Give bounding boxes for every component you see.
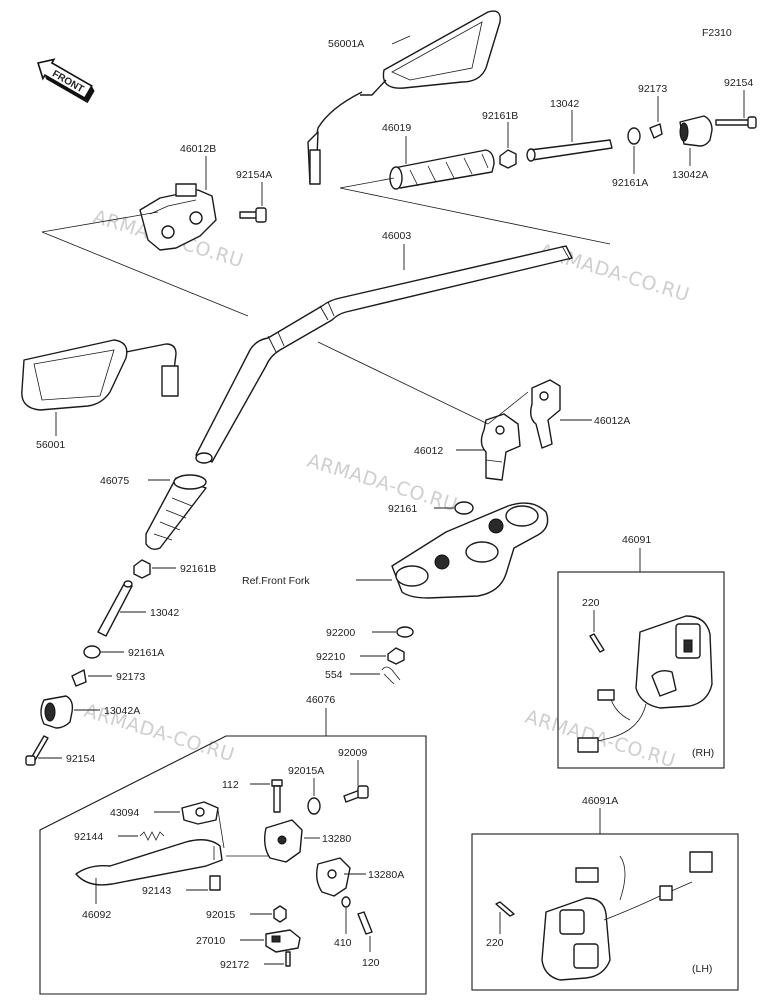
washer-92161 [454,501,474,515]
nut-92161B-top [499,149,517,169]
label-92009: 92009 [338,747,367,759]
label-46091: 46091 [622,534,651,546]
label-92161: 92161 [388,503,417,515]
lh-switch-housing [541,851,713,981]
holder-46012A [529,379,561,449]
label-92173-top: 92173 [638,83,667,95]
label-92161B-top: 92161B [482,110,518,122]
screw-220-rh [589,633,605,653]
holder-46012 [480,413,521,481]
rod-13042-top [526,139,613,162]
label-43094: 43094 [110,807,139,819]
label-120: 120 [362,957,380,969]
clamp-46012B [139,183,217,251]
label-46012B: 46012B [180,143,216,155]
pin-554 [381,666,401,685]
label-46092: 46092 [82,909,111,921]
label-92173: 92173 [116,671,145,683]
screw-220-lh [495,901,515,917]
label-92161A-top: 92161A [612,177,648,189]
watermark: ARMADA-CO.RU [305,450,461,517]
mirror-right [307,10,501,185]
label-92154: 92154 [66,753,95,765]
handlebar-46003 [195,245,573,464]
grip-46019 [389,149,495,190]
bolt-92154 [25,735,49,766]
label-13042A-top: 13042A [672,169,708,181]
washer-92015A [307,797,321,815]
clamp-13280A [315,857,351,897]
label-46003: 46003 [382,230,411,242]
label-13280A: 13280A [368,869,404,881]
mirror-left [21,339,179,411]
label-13042: 13042 [150,607,179,619]
label-92154A: 92154A [236,169,272,181]
clip-92173-top [649,123,663,139]
rod-13042 [97,580,133,637]
label-46012A: 46012A [594,415,630,427]
label-46012: 46012 [414,445,443,457]
label-13280: 13280 [322,833,351,845]
grip-46075 [145,474,207,551]
label-27010: 27010 [196,935,225,947]
weight-13042A [40,695,74,729]
rh-switch-housing [577,615,713,753]
collar-92161A [83,645,101,659]
label-13042A: 13042A [104,705,140,717]
label-92210: 92210 [316,651,345,663]
front-fork-bracket [391,502,549,599]
label-92015A: 92015A [288,765,324,777]
label-220-rh: 220 [582,597,600,609]
rh-switch-box [557,571,725,769]
label-56001: 56001 [36,439,65,451]
label-46075: 46075 [100,475,129,487]
label-92154-top: 92154 [724,77,753,89]
clip-92173 [71,669,87,687]
nut-92015 [273,905,287,923]
figure-code: F2310 [702,27,732,39]
label-92015: 92015 [206,909,235,921]
label-56001A: 56001A [328,38,364,50]
nut-92210 [387,647,405,665]
lh-label: (LH) [692,963,712,975]
label-92161B: 92161B [180,563,216,575]
screw-92172 [285,951,291,967]
label-92144: 92144 [74,831,103,843]
label-92172: 92172 [220,959,249,971]
front-arrow-icon: FRONT [36,58,95,104]
switch-27010 [265,929,301,953]
collar-92161A-top [627,127,641,145]
label-92161A: 92161A [128,647,164,659]
spring-92144 [139,831,165,841]
label-92143: 92143 [142,885,171,897]
bushing-92143 [209,875,221,891]
lever-46092 [75,839,223,886]
label-ref-front-fork: Ref.Front Fork [242,575,310,587]
label-46019: 46019 [382,122,411,134]
label-112: 112 [222,779,239,791]
label-220-lh: 220 [486,937,504,949]
label-13042-top: 13042 [550,98,579,110]
watermark: ARMADA-CO.RU [523,706,679,773]
part-43094 [181,801,219,825]
screw-120 [357,911,373,935]
label-46091A: 46091A [582,795,618,807]
label-92200: 92200 [326,627,355,639]
label-410: 410 [334,937,352,949]
screw-92009 [343,785,369,803]
weight-13042A-top [679,115,713,147]
label-554: 554 [325,669,343,681]
label-46076: 46076 [306,694,335,706]
lever-assembly-box [39,735,427,995]
rh-label: (RH) [692,747,714,759]
nut-92161B [133,559,151,579]
washer-92200 [396,626,414,638]
bracket-13280 [263,819,303,863]
washer-410 [341,896,351,908]
bolt-92154A [239,207,267,223]
bolt-92154-top [715,116,757,129]
bolt-112 [271,779,283,813]
lh-switch-box [471,833,739,991]
